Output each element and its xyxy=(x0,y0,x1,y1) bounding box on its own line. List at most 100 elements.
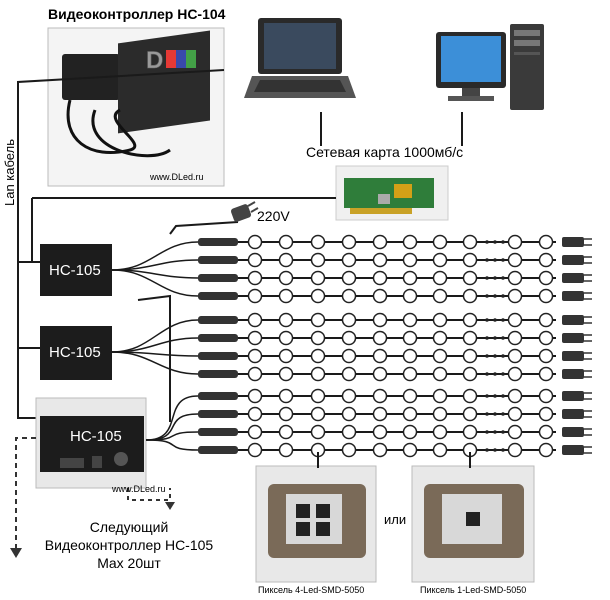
led-pixel xyxy=(341,252,357,268)
led-pixel xyxy=(341,442,357,458)
pixel-1led-label: Пиксель 1-Led-SMD-5050 xyxy=(420,585,527,595)
continuation-dot xyxy=(493,294,497,298)
led-strip-row xyxy=(145,439,592,458)
led-pixel xyxy=(432,312,448,328)
led-pixel xyxy=(402,388,418,404)
end-connector xyxy=(562,315,584,325)
continuation-dot xyxy=(501,240,505,244)
network-lines xyxy=(17,69,463,422)
led-pixel xyxy=(507,288,523,304)
led-pixel xyxy=(247,288,263,304)
network-card-label: Сетевая карта 1000мб/с xyxy=(306,144,464,160)
led-pixel xyxy=(278,270,294,286)
led-pixel xyxy=(507,330,523,346)
led-pixel xyxy=(372,388,388,404)
continuation-dot xyxy=(485,430,489,434)
led-pixel xyxy=(372,252,388,268)
led-pixel xyxy=(507,252,523,268)
led-pixel xyxy=(278,330,294,346)
end-connector xyxy=(562,369,584,379)
controller-label-2: НС-105 xyxy=(49,344,101,361)
continuation-dot xyxy=(501,412,505,416)
led-pixel xyxy=(538,366,554,382)
led-pixel xyxy=(341,330,357,346)
led-pixel xyxy=(341,406,357,422)
led-pixel xyxy=(462,312,478,328)
continuation-dot xyxy=(485,448,489,452)
controller-box-3 xyxy=(35,397,147,489)
led-pixel xyxy=(538,288,554,304)
led-pixel xyxy=(538,270,554,286)
continuation-dot xyxy=(485,354,489,358)
led-pixel xyxy=(432,348,448,364)
end-connector xyxy=(562,333,584,343)
strip-connector xyxy=(198,428,238,436)
continuation-dot xyxy=(493,354,497,358)
end-connector xyxy=(562,273,584,283)
led-pixel xyxy=(538,252,554,268)
led-pixel xyxy=(278,234,294,250)
led-pixel xyxy=(247,252,263,268)
controller-label-1: НС-105 xyxy=(49,262,101,279)
led-strip-row xyxy=(111,312,592,353)
svg-text:D: D xyxy=(146,47,163,74)
led-pixel xyxy=(372,330,388,346)
led-pixel xyxy=(310,388,326,404)
continuation-dot xyxy=(485,318,489,322)
led-pixel xyxy=(432,388,448,404)
led-pixel xyxy=(341,312,357,328)
continuation-dot xyxy=(485,394,489,398)
led-pixel xyxy=(462,366,478,382)
led-strip-row xyxy=(111,351,592,382)
controller-label-3: НС-105 xyxy=(70,428,122,445)
led-pixel xyxy=(462,270,478,286)
led-pixel xyxy=(507,312,523,328)
led-pixel xyxy=(341,348,357,364)
strip-connector xyxy=(198,392,238,400)
led-strip-row xyxy=(111,269,592,286)
led-pixel xyxy=(341,270,357,286)
led-pixel xyxy=(341,234,357,250)
feeder-cable xyxy=(111,269,199,297)
led-pixel xyxy=(247,234,263,250)
led-pixel xyxy=(507,424,523,440)
continuation-dot xyxy=(501,354,505,358)
led-pixel xyxy=(247,312,263,328)
led-pixel xyxy=(278,388,294,404)
led-pixel xyxy=(402,366,418,382)
led-pixel xyxy=(247,442,263,458)
led-pixel xyxy=(462,288,478,304)
continuation-dot xyxy=(485,258,489,262)
strip-connector xyxy=(198,292,238,300)
led-pixel xyxy=(247,388,263,404)
led-pixel xyxy=(372,348,388,364)
strip-connector xyxy=(198,316,238,324)
led-pixel xyxy=(538,406,554,422)
continuation-dot xyxy=(493,394,497,398)
led-pixel xyxy=(432,270,448,286)
led-pixel xyxy=(278,442,294,458)
continuation-dot xyxy=(485,412,489,416)
controller-box-2 xyxy=(40,326,112,380)
led-pixel xyxy=(310,252,326,268)
led-pixel xyxy=(247,330,263,346)
led-strips xyxy=(111,234,592,458)
led-pixel xyxy=(402,330,418,346)
led-pixel xyxy=(310,270,326,286)
end-connector xyxy=(562,351,584,361)
continuation-dot xyxy=(493,336,497,340)
continuation-dot xyxy=(493,258,497,262)
led-pixel xyxy=(341,366,357,382)
led-strip-row xyxy=(145,388,592,441)
led-pixel xyxy=(402,406,418,422)
brand-url-1: www.DLed.ru xyxy=(150,172,204,182)
led-pixel xyxy=(372,366,388,382)
led-pixel xyxy=(432,330,448,346)
controller-box-1 xyxy=(40,244,112,296)
feeder-cable xyxy=(111,319,199,353)
lan-cable-label: Lan кабель xyxy=(2,139,17,206)
pixel-4led-image xyxy=(255,465,377,583)
feeder-cable xyxy=(145,395,199,441)
led-pixel xyxy=(278,424,294,440)
